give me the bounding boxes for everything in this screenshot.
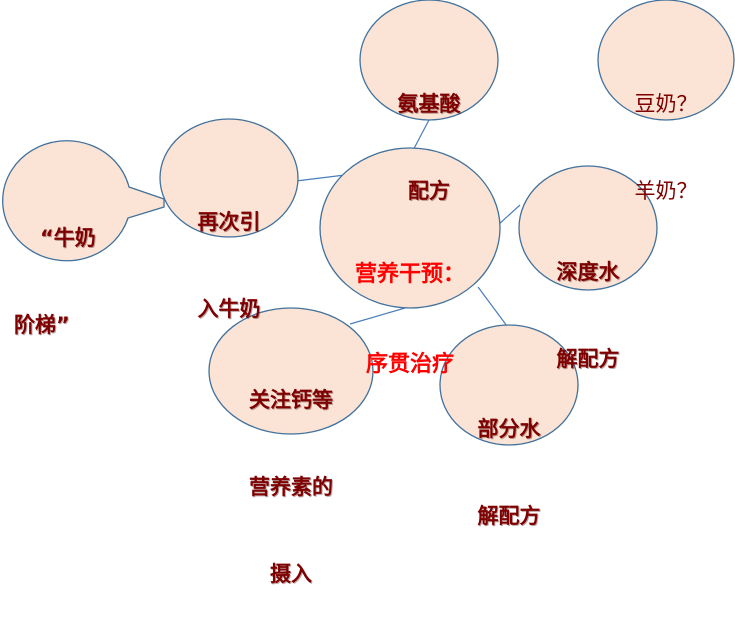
soy-goat-node-label: 豆奶？ 羊奶？ [606,32,726,235]
reintroduce-line-1: 再次引 [197,210,261,234]
calcium-node-label: 关注钙等 营养素的 摄入 [221,328,361,618]
connector-center-extensive [497,204,521,226]
center-node-label: 营养干预： 序贯治疗 [335,200,485,410]
diagram-canvas [2,0,735,446]
partial-line-2: 解配方 [477,504,541,528]
milk-ladder-line-1: “牛奶 [40,226,96,250]
amino-acid-node-label: 氨基酸 配方 [369,32,489,235]
reintroduce-node-label: 再次引 入牛奶 [169,150,289,353]
calcium-line-3: 摄入 [270,562,312,586]
center-line-2: 序贯治疗 [365,352,454,377]
partial-hydrolysate-node-label: 部分水 解配方 [449,357,569,560]
extensive-hydrolysate-node-label: 深度水 解配方 [528,200,648,403]
amino-line-2: 配方 [408,179,450,203]
soy-goat-line-2: 羊奶？ [634,179,698,203]
milk-ladder-node-label: “牛奶 阶梯” [14,166,124,369]
reintroduce-node-shape [159,118,299,238]
connector-center-partial [477,286,508,327]
milk-ladder-line-2: 阶梯” [14,313,70,337]
extensive-line-1: 深度水 [556,260,620,284]
soy-goat-node-shape [597,0,735,121]
milk-ladder-callout-shape [2,140,165,262]
center-node-shape [319,147,501,309]
connector-center-reintroduce [295,174,346,182]
calcium-line-1: 关注钙等 [249,388,333,412]
partial-line-1: 部分水 [477,417,541,441]
soy-goat-line-1: 豆奶？ [634,92,698,116]
reintroduce-line-2: 入牛奶 [197,297,261,321]
amino-node-shape [359,0,499,121]
amino-line-1: 氨基酸 [397,92,461,116]
extensive-node-shape [518,165,658,291]
partial-node-shape [439,324,579,446]
connector-center-calcium [349,307,406,325]
center-line-1: 营养干预： [354,262,465,287]
calcium-node-shape [208,307,374,435]
extensive-line-2: 解配方 [556,347,620,371]
calcium-line-2: 营养素的 [249,475,333,499]
